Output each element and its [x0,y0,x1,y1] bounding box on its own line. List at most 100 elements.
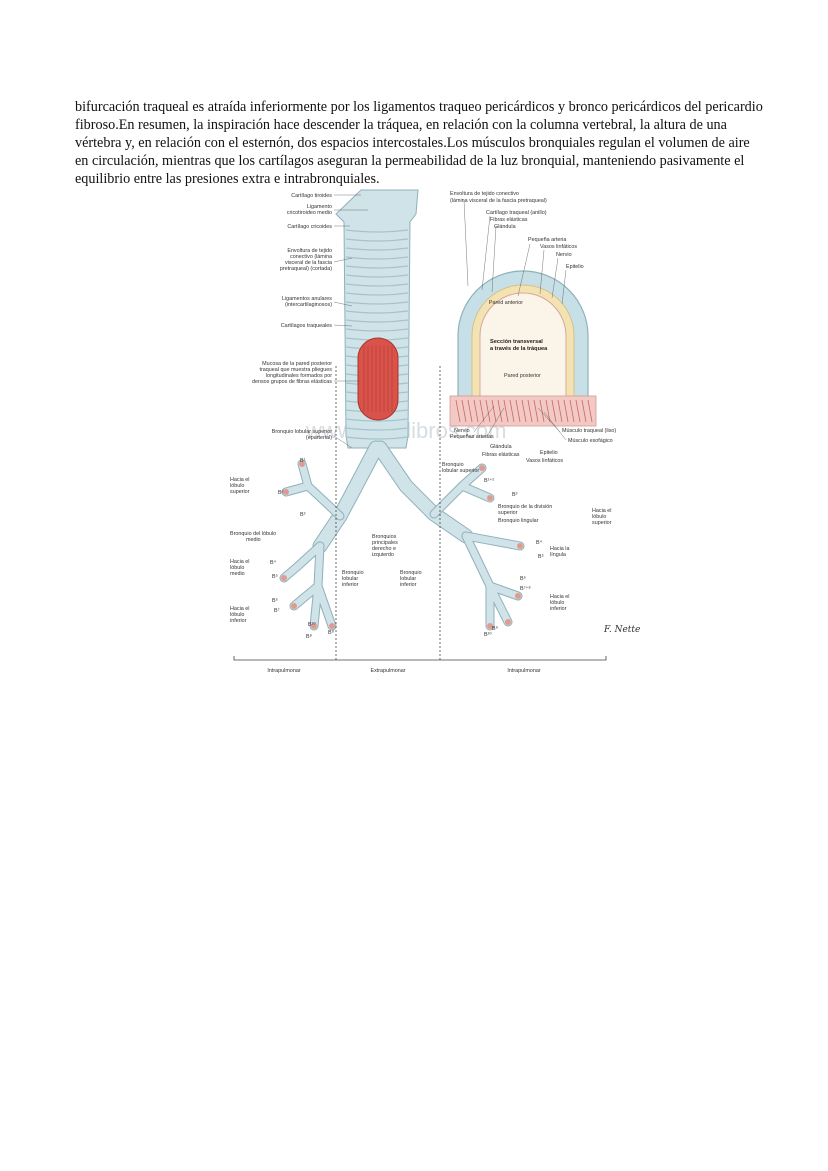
section-label-20: Vasos linfáticos [526,458,563,464]
section-label-9: Pared anterior [489,300,523,306]
section-label-14: Pequeñas arterias [450,434,494,440]
left-label-7: pretraqueal) (cortada) [280,266,332,272]
cartilage-ring [345,256,409,260]
lower-left-label-5: Hacia el [230,559,249,565]
muscle-fiber [479,399,485,423]
cartilage-ring [345,247,409,251]
lower-left-label-2: superior [230,489,250,495]
muscle-fiber [485,399,491,423]
bottom-label-intrapulmonar-left: Intrapulmonar [267,668,300,674]
muscle-fiber [563,399,569,423]
segment-label-11: B³ [512,492,518,498]
cartilage-ring [345,328,409,332]
leader-line [333,301,353,307]
muscle-fiber [569,399,575,423]
center-label-5: lobular [342,576,358,582]
section-label-13: Nervio [454,428,470,434]
cartilage-ring [345,427,409,431]
lower-left-label-4: medio [246,537,261,543]
muscle-fiber [575,399,581,423]
right-label-4: Bronquio lingular [498,518,539,524]
left-label-12: traqueal que muestra pliegues [259,367,332,373]
right-label-3: superior [498,510,518,516]
muscle-fiber [503,399,509,423]
segment-label-9: B¹⁰ [308,622,316,628]
section-label-7: Nervio [556,252,572,258]
segment-label-2: B³ [300,512,306,518]
trachea-cross-section [449,270,597,427]
center-label-7: Bronquio [400,570,422,576]
segment-label-15: B⁷⁺⁸ [520,586,531,592]
trachea-bronchi-illustration: www.medilibros.com [228,186,640,678]
right-label-1: lobular superior [442,468,479,474]
muscle-fiber [581,399,587,423]
center-label-0: Bronquios [372,534,397,540]
muscle-fiber [455,399,461,423]
center-label-6: inferior [342,582,359,588]
muscle-fiber [521,399,527,423]
muscle-fiber [557,399,563,423]
left-label-14: densos grupos de fibras elásticas [252,379,332,385]
segment-label-5: B⁶ [272,598,278,604]
section-label-5: Pequeña arteria [528,237,566,243]
muscle-fiber [545,399,551,423]
leader-line [333,257,353,263]
leader-line [333,324,353,327]
muscle-fiber [587,399,593,423]
section-label-17: Glándula [490,444,512,450]
left-label-15: Bronquio lobular superior [272,429,332,435]
muscle-fiber [515,399,521,423]
left-label-9: (intercartilaginosos) [285,302,332,308]
left-label-6: visceral de la fascia [285,260,332,266]
leader-line [333,435,353,449]
cartilage-ring [345,238,409,242]
cartilage-ring [345,292,409,296]
left-label-2: cricotiroideo medio [287,210,332,216]
netter-signature: F. Netter [603,625,640,635]
bottom-label-intrapulmonar-right: Intrapulmonar [507,668,540,674]
right-label-8: Hacia la [550,546,569,552]
leader-line [485,407,505,439]
segment-label-3: B⁴ [270,560,277,566]
leader-line [539,249,545,295]
right-label-0: Bronquio [442,462,464,468]
region-bracket [233,366,607,662]
left-label-16: (eparterial) [306,435,332,441]
segment-label-12: B⁴ [536,540,543,546]
cartilage-ring [345,319,409,323]
segment-label-4: B⁵ [272,574,278,580]
left-label-1: Ligamento [307,204,332,210]
section-label-2: Cartílago traqueal (anillo) [486,210,547,216]
lower-left-label-10: inferior [230,618,247,624]
lower-left-label-0: Hacia el [230,477,249,483]
bronchial-tree [279,440,525,631]
segment-label-13: B⁵ [538,554,544,560]
cartilage-ring [345,265,409,269]
bottom-label-extrapulmonar: Extrapulmonar [370,668,405,674]
segment-label-16: B⁹ [492,626,498,632]
section-label-10: Sección transversal [490,339,543,345]
section-label-16: Músculo esofágico [568,438,613,444]
lower-left-label-1: lóbulo [230,483,244,489]
leader-line [517,243,531,297]
muscle-fiber [467,399,473,423]
segment-label-17: B¹⁰ [484,632,492,638]
lower-left-label-3: Bronquio del lóbulo [230,531,276,537]
left-label-13: longitudinales formados por [266,373,332,379]
left-label-8: Ligamentos anulares [282,296,332,302]
center-label-3: izquierdo [372,552,394,558]
left-label-5: conectivo (lámina [290,254,332,260]
right-label-7: superior [592,520,612,526]
center-label-8: lobular [400,576,416,582]
muscle-fiber [533,399,539,423]
left-label-0: Cartílago tiroides [291,193,332,199]
right-label-12: inferior [550,606,567,612]
cartilage-ring [345,310,409,314]
segment-label-10: B¹⁺² [484,478,494,484]
right-label-6: lóbulo [592,514,606,520]
cartilage-ring [345,274,409,278]
cartilage-ring [345,229,409,233]
section-label-11: a través de la tráquea [490,346,548,352]
segment-label-14: B⁶ [520,576,526,582]
leader-line [463,199,469,287]
